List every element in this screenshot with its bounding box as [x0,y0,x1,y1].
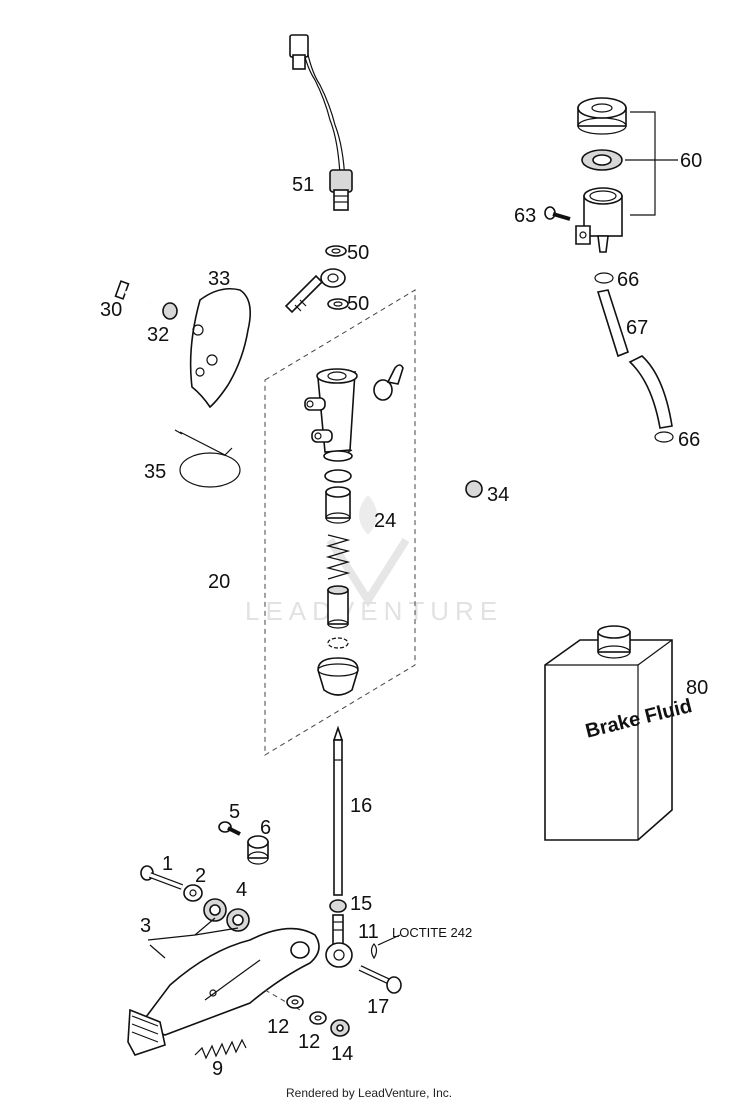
part-17-bolt [358,965,402,994]
rubber-boot [317,657,359,696]
part-30-bolt [114,280,151,304]
leader-lines [149,944,166,959]
label-20: 20 [208,571,230,593]
label-50a: 50 [347,242,369,264]
part-50-washer-bottom [327,298,349,310]
label-17: 17 [367,996,389,1018]
part-80-brake-fluid-can: Brake Fluid [544,625,694,841]
spring [325,534,351,580]
assembly-outline-20 [264,289,416,756]
part-34-nut [465,480,483,498]
reservoir-elbow-fitting [373,364,404,401]
label-6: 6 [260,817,271,839]
label-50b: 50 [347,293,369,315]
part-11-clevis [325,914,353,968]
part-14-nut [330,1019,350,1037]
label-14: 14 [331,1043,353,1065]
label-11: 11 [358,921,379,943]
label-33: 33 [208,268,230,290]
watermark-text: LEADVENTURE [245,596,503,626]
label-24: 24 [374,510,396,532]
label-1: 1 [162,853,173,875]
label-35: 35 [144,461,166,483]
label-12a: 12 [267,1016,289,1038]
part-20-master-cylinder [304,368,358,462]
label-66a: 66 [617,269,639,291]
piston [327,585,349,629]
part-16-push-rod [332,725,344,896]
label-63: 63 [514,205,536,227]
part-12-washer-b [309,1011,327,1025]
label-3: 3 [140,915,151,937]
label-2: 2 [195,865,206,887]
label-30: 30 [100,299,122,321]
part-5-screw [218,821,241,836]
part-3-brake-pedal [127,917,320,1056]
label-66b: 66 [678,429,700,451]
watermark: LEADVENTURE [245,495,503,626]
part-12-washer-a [286,995,304,1009]
label-34: 34 [487,484,509,506]
part-4-bearings [203,898,250,932]
label-5: 5 [229,801,240,823]
part-32-nut [162,302,178,320]
label-9: 9 [212,1058,223,1080]
label-32: 32 [147,324,169,346]
label-67: 67 [626,317,648,339]
part-15-nut [329,899,347,913]
part-63-screw [544,206,571,221]
part-24-bushing [325,486,351,524]
part-60-reservoir-assembly [575,97,678,253]
part-6-bushing [247,835,269,865]
label-15: 15 [350,893,372,915]
footer-credit: Rendered by LeadVenture, Inc. [286,1086,452,1100]
part-labels: 1 2 3 4 5 6 9 11 12 12 14 15 16 17 20 24… [100,150,708,1080]
label-16: 16 [350,795,372,817]
loctite-annotation: LOCTITE 242 [392,925,472,940]
banjo-fitting [284,268,346,314]
label-51: 51 [292,174,314,196]
label-4: 4 [236,879,247,901]
label-12b: 12 [298,1031,320,1053]
label-80: 80 [686,677,708,699]
part-66-hose-clamp-top [594,272,614,284]
part-51-brake-light-switch [289,34,353,211]
loctite-drop [370,943,378,960]
part-33-heat-shield [189,287,251,409]
circlip [327,637,349,649]
o-ring [324,469,352,483]
part-35-cable-tie [174,429,241,488]
part-1-bolt [140,865,184,890]
part-50-washer-top [325,245,347,257]
part-66-hose-clamp-bottom [654,431,674,443]
pivot-axis [264,989,301,1011]
part-67-hose [596,289,673,429]
label-60: 60 [680,150,702,172]
part-2-washer [183,884,203,902]
part-9-spring [194,1038,247,1060]
